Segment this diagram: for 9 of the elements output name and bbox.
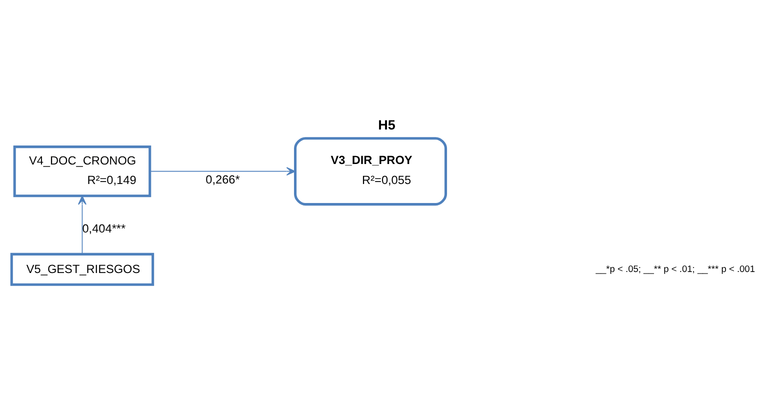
node-box: V3_DIR_PROY R²=0,055 <box>294 137 448 206</box>
arrow <box>150 167 296 176</box>
arrow <box>78 196 86 254</box>
edge-label: 0,404*** <box>82 221 126 236</box>
edge-label: 0,266* <box>206 172 240 186</box>
diagram-title: H5 <box>378 118 396 133</box>
label: __*p < .05; __** p < .01; __*** p < .001 <box>596 264 756 274</box>
node-box: V4_DOC_CRONOG R²=0,149 <box>13 146 152 198</box>
node-box: V5_GEST_RIESGOS <box>10 252 154 286</box>
